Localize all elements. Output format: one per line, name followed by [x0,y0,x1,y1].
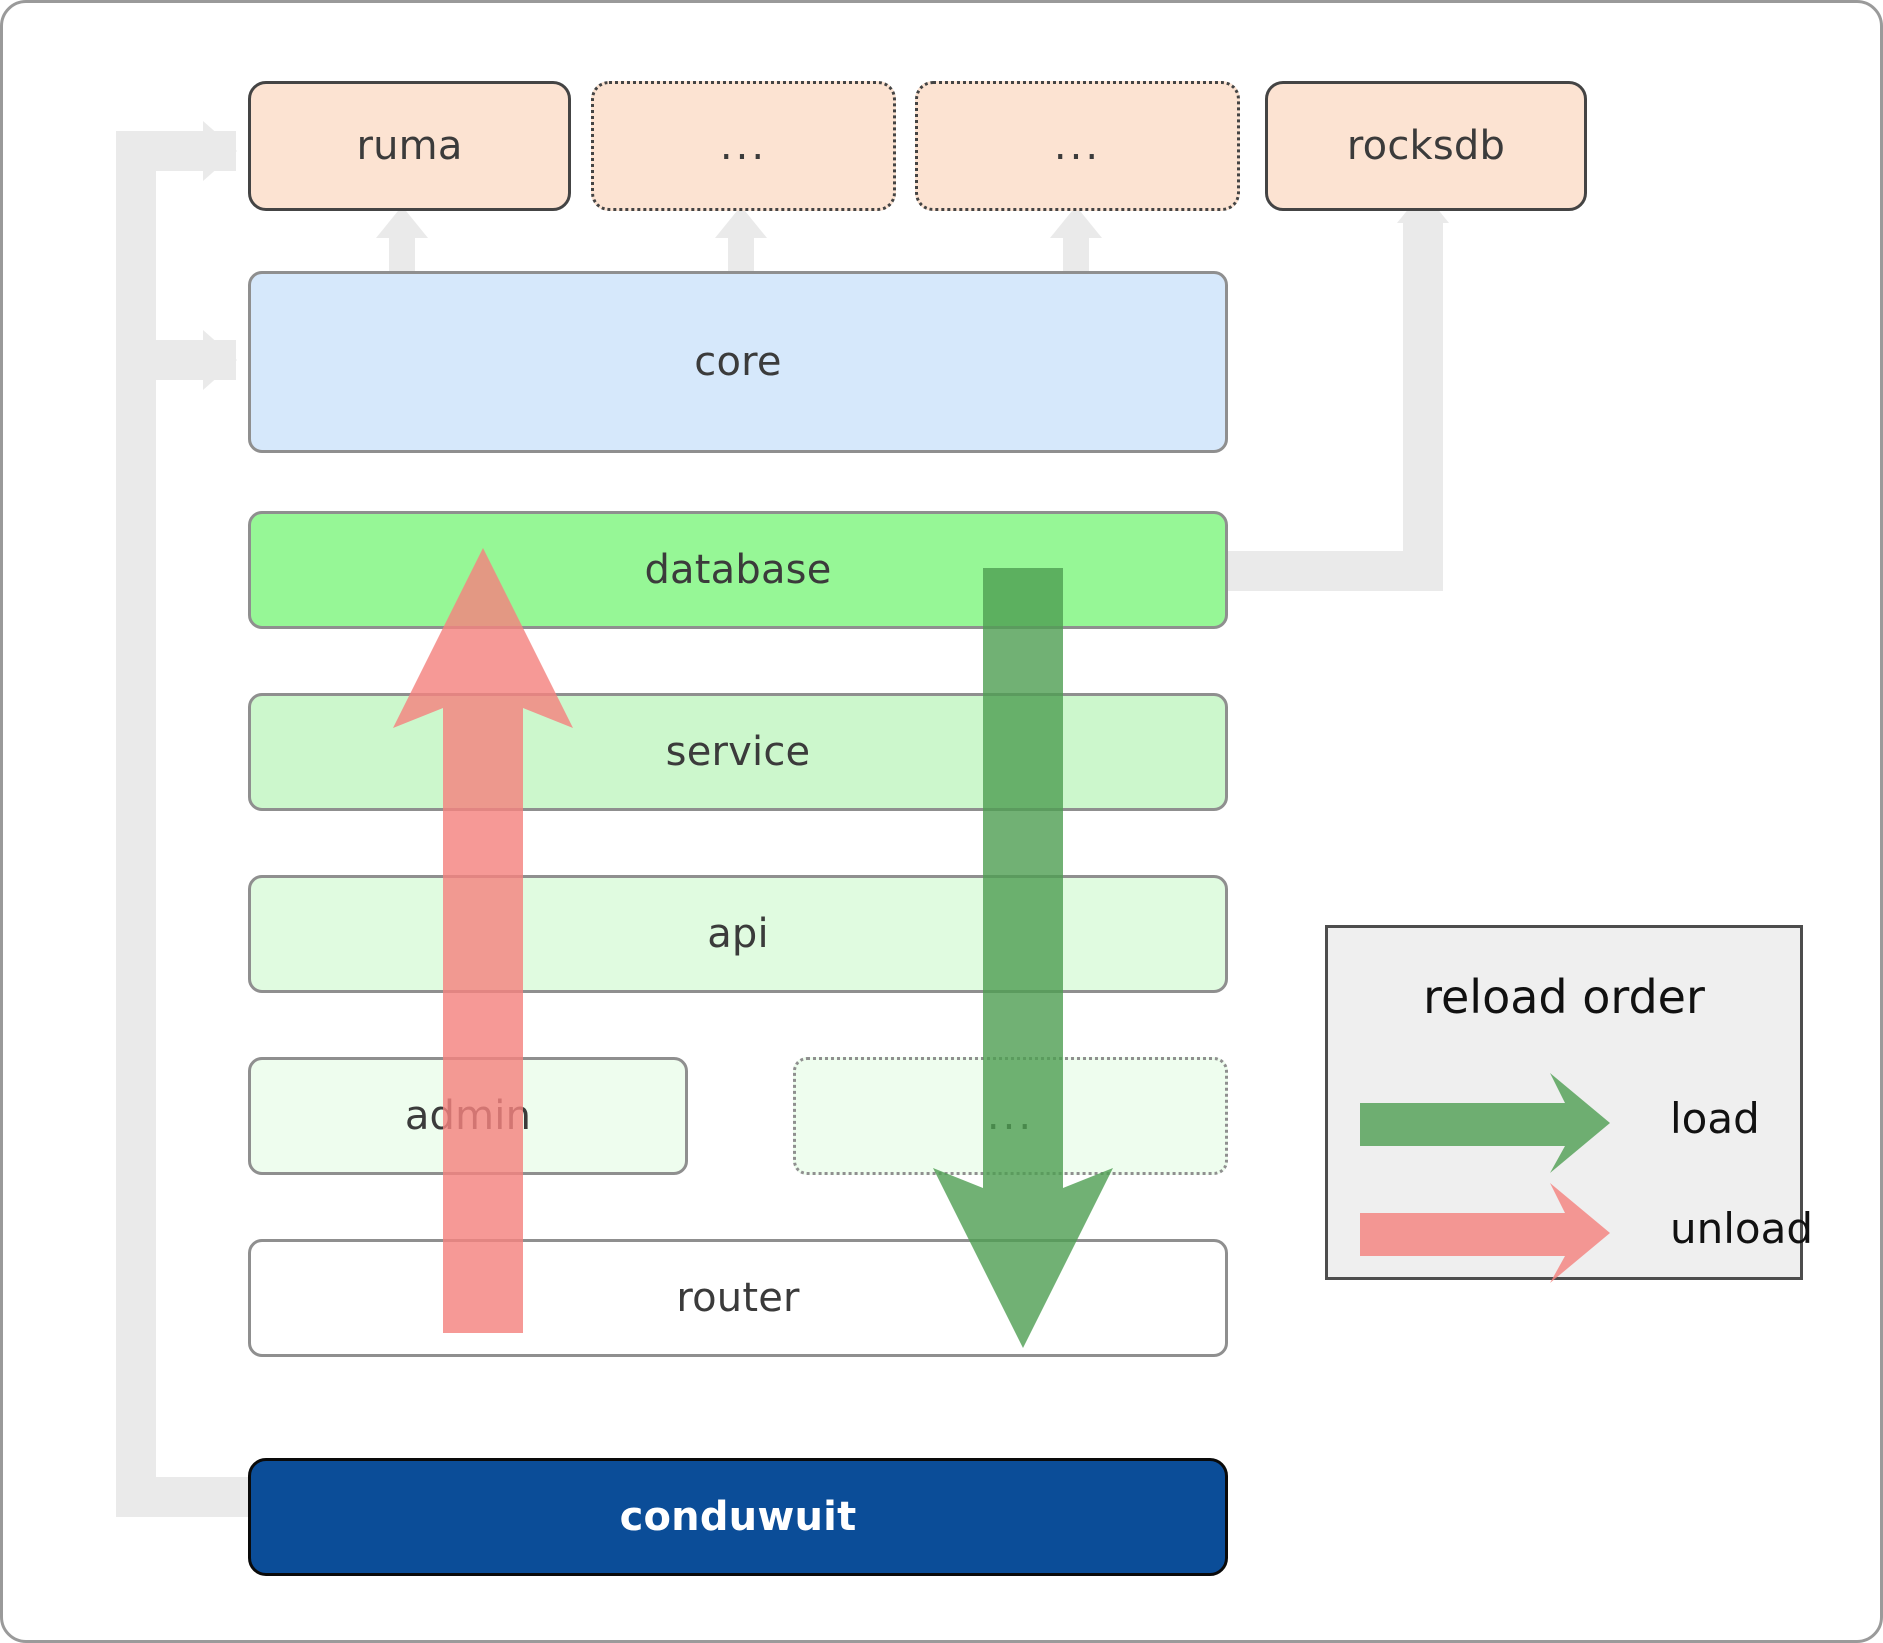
wire-arrow-core-ruma [376,206,428,238]
wire-arrow-ruma [203,121,237,181]
wire-left-spine [116,131,156,1517]
node-database-label: database [644,547,832,593]
node-ruma[interactable]: ruma [248,81,571,211]
node-ext-2-label: ... [719,123,768,169]
node-core-label: core [694,339,782,385]
node-core[interactable]: core [248,271,1228,453]
legend-unload-label: unload [1670,1204,1814,1253]
unload-flow-arrow [383,548,583,1333]
load-flow-arrow [923,568,1123,1348]
legend-title: reload order [1423,970,1705,1024]
node-rocksdb-label: rocksdb [1346,123,1506,169]
legend-row-unload: unload [1360,1178,1813,1288]
node-database[interactable]: database [248,511,1228,629]
node-ext-3-label: ... [1053,123,1102,169]
node-ext-2[interactable]: ... [591,81,896,211]
node-ext-3[interactable]: ... [915,81,1240,211]
node-ruma-label: ruma [356,123,463,169]
node-service-label: service [665,729,811,775]
wire-arrow-core-ext3 [1050,206,1102,238]
wire-core-to-ext3 [1063,231,1089,273]
node-api-label: api [707,911,769,957]
wire-right-vertical [1403,218,1443,591]
legend-load-label: load [1670,1094,1760,1143]
wire-core-to-ruma [389,231,415,273]
node-rocksdb[interactable]: rocksdb [1265,81,1587,211]
legend-unload-arrow [1360,1178,1610,1292]
node-api[interactable]: api [248,875,1228,993]
wire-arrow-core [203,330,237,390]
legend-row-load: load [1360,1068,1780,1178]
legend-box: reload order load unload [1325,925,1813,1283]
node-router-label: router [676,1275,800,1321]
legend-load-arrow [1360,1068,1610,1182]
node-conduwuit-label: conduwuit [619,1494,857,1540]
wire-core-to-ext2 [728,231,754,273]
node-conduwuit[interactable]: conduwuit [248,1458,1228,1576]
wire-arrow-core-ext2 [715,206,767,238]
wire-right-horizontal [1228,551,1423,591]
